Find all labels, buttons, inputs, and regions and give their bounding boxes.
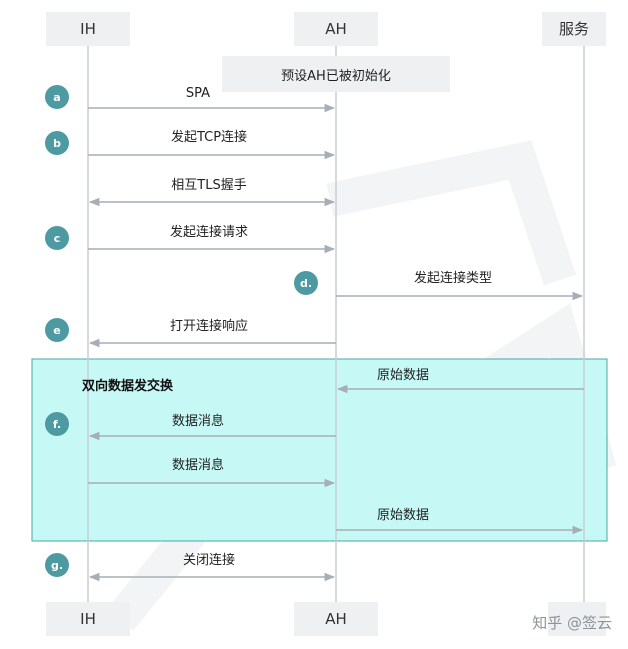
message-label: 发起连接类型 — [414, 270, 492, 286]
step-label: f. — [53, 418, 61, 431]
init-note: 预设AH已被初始化 — [222, 56, 450, 92]
participant-label: 服务 — [559, 20, 589, 38]
message-label: 相互TLS握手 — [171, 178, 246, 193]
init-note-label: 预设AH已被初始化 — [281, 69, 391, 84]
message-label: 发起连接请求 — [170, 224, 248, 240]
message-raw-data-out: 原始数据 — [336, 508, 584, 535]
participant-label: AH — [325, 20, 347, 38]
participant-ah-top: AH — [294, 12, 378, 46]
message-label: 数据消息 — [172, 457, 224, 473]
participant-service-top: 服务 — [542, 12, 606, 46]
message-label: 原始数据 — [377, 368, 429, 383]
step-marker-d: d. — [294, 271, 318, 295]
step-marker-c: c — [45, 226, 69, 250]
participant-ih-top: IH — [46, 12, 130, 46]
step-label: b — [53, 137, 61, 150]
message-spa: SPA — [88, 86, 336, 113]
message-connect-request: 发起连接请求 — [88, 224, 336, 254]
step-marker-a: a — [45, 85, 69, 109]
participant-ih-bottom: IH — [46, 602, 130, 636]
step-label: g. — [51, 559, 63, 572]
participant-service-bottom — [548, 602, 606, 636]
step-label: a — [53, 91, 60, 104]
message-tls-handshake: 相互TLS握手 — [88, 178, 336, 207]
participant-label: AH — [325, 610, 347, 628]
participant-ah-bottom: AH — [294, 602, 378, 636]
step-label: c — [54, 232, 61, 245]
participant-label: IH — [80, 610, 96, 628]
message-open-response: 打开连接响应 — [88, 318, 336, 348]
step-marker-e: e — [45, 318, 69, 342]
participant-label: IH — [80, 20, 96, 38]
step-label: d. — [300, 277, 312, 290]
message-label: 打开连接响应 — [170, 318, 248, 334]
step-marker-f: f. — [45, 412, 69, 436]
message-close-connection: 关闭连接 — [88, 552, 336, 582]
step-marker-b: b — [45, 131, 69, 155]
zhihu-watermark: 知乎 @签云 — [532, 614, 612, 632]
message-data-to-ih: 数据消息 — [88, 413, 336, 441]
message-label: 关闭连接 — [183, 552, 235, 568]
message-data-to-ah: 数据消息 — [88, 457, 336, 488]
step-marker-g: g. — [45, 553, 69, 577]
message-connect-type: 发起连接类型 — [336, 270, 584, 301]
message-label: 发起TCP连接 — [171, 129, 247, 145]
message-tcp-connect: 发起TCP连接 — [88, 129, 336, 160]
message-label: SPA — [186, 86, 210, 101]
step-label: e — [53, 324, 60, 337]
exchange-region-label: 双向数据发交换 — [82, 378, 174, 394]
message-label: 原始数据 — [377, 508, 429, 523]
message-raw-data-in: 原始数据 — [336, 368, 584, 394]
message-label: 数据消息 — [172, 413, 224, 429]
